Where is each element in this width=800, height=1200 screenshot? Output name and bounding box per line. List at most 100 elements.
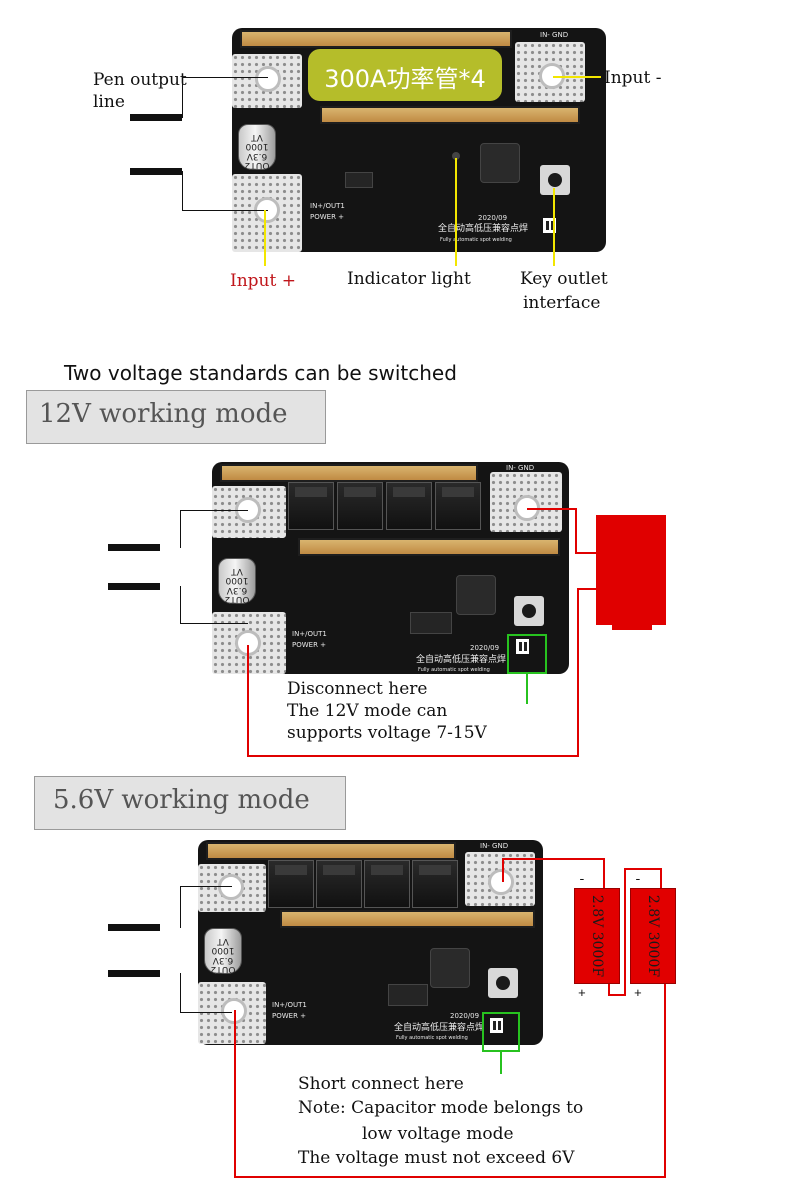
mode-56v-note-line1: Short connect here	[298, 1074, 464, 1094]
input-plus-pointer	[264, 210, 266, 266]
silk-terminals-top: IN- GND	[540, 31, 569, 39]
mosfet-12v-1	[288, 482, 334, 530]
dip-switch-56v	[490, 1018, 503, 1033]
copper-strip-middle	[320, 106, 580, 124]
chip-12v	[410, 612, 452, 634]
mode-12v-note-line2: The 12V mode can	[287, 701, 448, 721]
copper-strip-top	[240, 30, 512, 48]
pen-output-hole	[255, 66, 281, 92]
copper-strip-12v-mid	[298, 538, 560, 556]
silk-power-plus-top: POWER +	[310, 213, 345, 221]
power-tubes-label: 300A功率管*4	[324, 65, 486, 93]
mosfet-56v-1	[268, 860, 314, 908]
pen-wire-56v-2	[180, 973, 232, 1013]
mode-56v-note-line2: Note: Capacitor mode belongs to	[298, 1098, 584, 1118]
silk-power-plus-56v: POWER +	[272, 1012, 307, 1020]
silk-name-cn-top: 全自动高低压兼容点焊	[438, 224, 529, 234]
silk-name-cn-56v: 全自动高低压兼容点焊	[394, 1023, 485, 1033]
mode-12v-note-line3: supports voltage 7-15V	[287, 723, 487, 743]
copper-strip-12v-top	[220, 464, 478, 482]
input-plus-pad	[232, 174, 302, 252]
hole-56v-top-left	[218, 874, 244, 900]
wire-12v-pos-v1	[247, 645, 249, 757]
buzzer-12v	[456, 575, 496, 615]
wire-12v-pos-h	[247, 755, 579, 757]
wire-56v-pos-h	[234, 1176, 666, 1178]
wire-12v-pos-v2	[577, 588, 579, 757]
wire-56v-series-v3	[660, 868, 662, 888]
silk-terminals-12v: IN- GND	[506, 464, 535, 472]
wire-56v-neg-stub	[502, 858, 504, 882]
pen-wire-12v-2	[180, 586, 248, 624]
input-minus-pointer	[553, 76, 601, 78]
silk-name-en-56v: Fully automatic spot welding	[396, 1035, 468, 1041]
wire-56v-series-v2	[624, 868, 626, 996]
silk-date-12v: 2020/09	[470, 644, 500, 652]
mosfet-56v-3	[364, 860, 410, 908]
wire-56v-series-v1	[608, 984, 610, 996]
chip-56v	[388, 984, 428, 1006]
indicator-light-label: Indicator light	[347, 269, 471, 289]
mosfet-12v-3	[386, 482, 432, 530]
supercap-2: 2.8V 3000F	[630, 888, 676, 984]
wire-56v-series-h2	[624, 868, 662, 870]
key-button-12v	[514, 596, 544, 626]
silk-in-plus-12v: IN+/OUT1	[292, 630, 327, 638]
key-outlet-label-line2: interface	[523, 293, 601, 313]
pen-wire-56v-1	[180, 886, 232, 928]
wire-56v-neg-h	[502, 858, 605, 860]
supercap-2-plus: +	[634, 986, 642, 1001]
pen-wire-bar-12v-1	[108, 544, 160, 551]
silk-in-plus-top: IN+/OUT1	[310, 202, 345, 210]
supercap-1-plus: +	[578, 986, 586, 1001]
key-button-56v	[488, 968, 518, 998]
supercap-1-minus: -	[578, 872, 586, 887]
switch-highlight-56v	[482, 1012, 520, 1052]
supercap-1: 2.8V 3000F	[574, 888, 620, 984]
indicator-led-top	[452, 152, 460, 160]
buzzer-56v	[430, 948, 470, 988]
copper-strip-56v-top	[206, 842, 456, 860]
dip-switch-top	[543, 218, 556, 233]
pen-wire-bar-12v-2	[108, 583, 160, 590]
mode-12v-note-line1: Disconnect here	[287, 679, 428, 699]
silk-name-en-top: Fully automatic spot welding	[440, 237, 512, 243]
dip-switch-12v	[516, 639, 529, 654]
wire-56v-pos-v1	[234, 1010, 236, 1178]
switch-highlight-12v	[507, 634, 547, 674]
silk-name-en-12v: Fully automatic spot welding	[418, 667, 490, 673]
wire-56v-neg-v	[603, 858, 605, 888]
battery-12v-terminal	[612, 620, 652, 630]
switch-pointer-56v	[500, 1052, 502, 1074]
supercap-2-minus: -	[634, 872, 642, 887]
silk-date-top: 2020/09	[478, 214, 508, 222]
pen-wire-bar-2	[130, 168, 182, 175]
wire-12v-neg-h2	[575, 552, 597, 554]
input-minus-pad	[515, 42, 585, 102]
wire-12v-neg-v	[575, 508, 577, 554]
key-pointer	[553, 188, 555, 266]
mode-56v-title-text: 5.6V working mode	[53, 785, 310, 815]
silk-in-plus-56v: IN+/OUT1	[272, 1001, 307, 1009]
silk-power-plus-12v: POWER +	[292, 641, 327, 649]
key-button-top	[540, 165, 570, 195]
mode-56v-note-line4: The voltage must not exceed 6V	[298, 1148, 575, 1168]
silk-terminals-56v: IN- GND	[480, 842, 509, 850]
pen-wire-bar-56v-2	[108, 970, 160, 977]
power-tubes-badge	[308, 49, 502, 101]
buzzer-top	[480, 143, 520, 183]
pen-output-label-line1: Pen output	[93, 70, 187, 90]
mosfet-12v-4	[435, 482, 481, 530]
hole-12v-input-plus	[235, 630, 261, 656]
wire-56v-series-h1	[608, 994, 626, 996]
pad-56v-top-left	[198, 864, 266, 912]
mode-56v-title: 5.6V working mode	[34, 776, 346, 830]
copper-strip-56v-mid	[280, 910, 535, 928]
mosfet-12v-2	[337, 482, 383, 530]
silk-name-cn-12v: 全自动高低压兼容点焊	[416, 655, 507, 665]
mode-12v-title-text: 12V working mode	[39, 399, 288, 429]
supercap-2-label: 2.8V 3000F	[645, 894, 661, 978]
silk-date-56v: 2020/09	[450, 1012, 480, 1020]
pen-wire-2	[182, 171, 268, 211]
